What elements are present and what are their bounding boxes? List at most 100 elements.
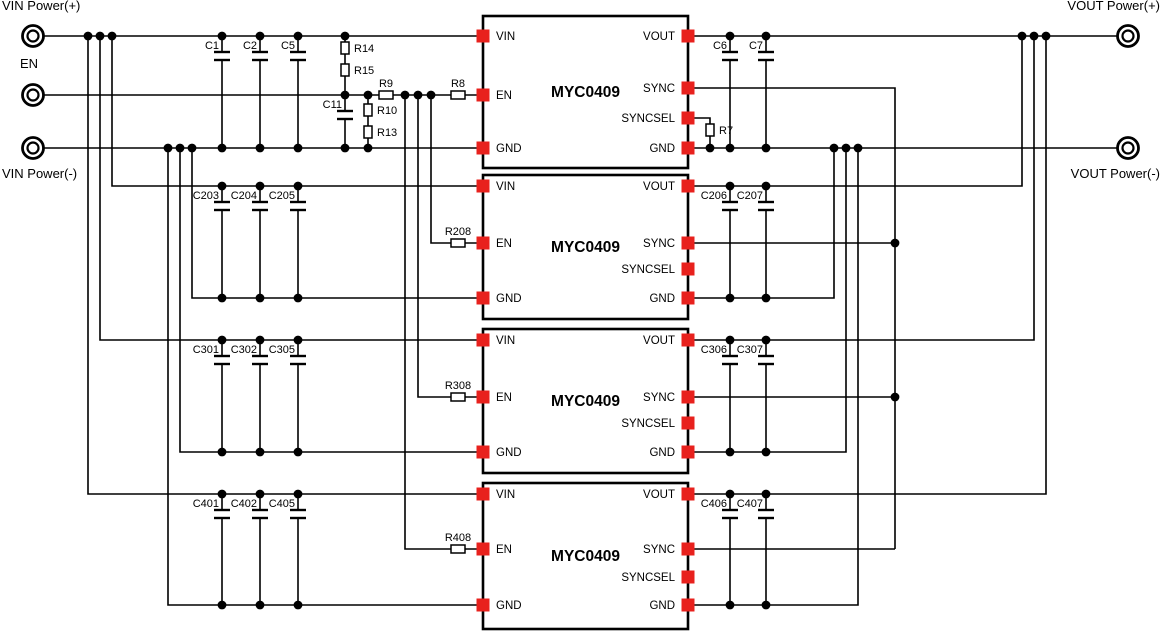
capacitor-label: C206 — [701, 190, 727, 202]
resistor-label: R7 — [719, 125, 733, 137]
pin-syncsel — [681, 416, 695, 430]
pin-label: GND — [496, 600, 522, 612]
junction-dot — [1041, 31, 1051, 41]
capacitor-label: C407 — [737, 498, 763, 510]
resistor-label: R308 — [445, 380, 471, 392]
capacitor-label: C203 — [193, 190, 219, 202]
capacitor-label: C2 — [243, 40, 257, 52]
terminal-label: VOUT Power(+) — [1067, 0, 1160, 13]
capacitor-label: C207 — [737, 190, 763, 202]
pin-label: GND — [649, 293, 675, 305]
pin-vout — [681, 333, 695, 347]
pin-vin — [476, 333, 490, 347]
pin-label: GND — [496, 293, 522, 305]
capacitor-label: C302 — [231, 344, 257, 356]
pin-label: SYNC — [643, 238, 675, 250]
pin-label: GND — [496, 447, 522, 459]
junction-dot — [853, 143, 863, 153]
terminal-ring-inner — [26, 141, 40, 155]
pin-label: VIN — [496, 489, 515, 501]
terminal-ring-outer — [21, 136, 45, 160]
resistor-label: R14 — [354, 43, 374, 55]
pin-gnd — [681, 291, 695, 305]
junction-dot — [890, 238, 900, 248]
pin-label: SYNC — [643, 544, 675, 556]
pin-label: VIN — [496, 31, 515, 43]
wire — [688, 117, 711, 124]
junction-dot — [187, 143, 197, 153]
resistor-label: R10 — [377, 105, 397, 117]
terminal-ring-outer — [21, 83, 45, 107]
resistor-label: R8 — [451, 78, 465, 90]
capacitor-label: C405 — [269, 498, 295, 510]
pin-sync — [681, 390, 695, 404]
module-body — [481, 481, 690, 631]
capacitor-label: C6 — [713, 40, 727, 52]
pin-label: VIN — [496, 335, 515, 347]
capacitor-label: C305 — [269, 344, 295, 356]
wire — [688, 87, 896, 549]
resistor-symbol — [378, 90, 394, 100]
wire — [688, 36, 1047, 495]
pin-label: VIN — [496, 181, 515, 193]
pin-gnd — [476, 141, 490, 155]
resistor-symbol — [450, 238, 466, 248]
junction-dot — [426, 90, 436, 100]
pin-label: SYNCSEL — [621, 264, 675, 276]
wire — [111, 36, 483, 187]
terminal-ring-inner — [26, 88, 40, 102]
junction-dot — [1029, 31, 1039, 41]
pin-en — [476, 542, 490, 556]
pin-label: SYNC — [643, 392, 675, 404]
pin-vout — [681, 29, 695, 43]
module-name: MYC0409 — [551, 393, 620, 410]
wire — [404, 95, 451, 550]
resistor-label: R9 — [379, 78, 393, 90]
pin-label: VOUT — [643, 31, 675, 43]
pin-label: GND — [649, 600, 675, 612]
pin-vout — [681, 487, 695, 501]
pin-en — [476, 236, 490, 250]
wire — [688, 148, 835, 299]
terminal-ring-inner — [1121, 29, 1135, 43]
pin-gnd — [476, 445, 490, 459]
junction-dot — [175, 143, 185, 153]
pin-gnd — [681, 445, 695, 459]
pin-en — [476, 88, 490, 102]
pin-vin — [476, 179, 490, 193]
pin-label: GND — [649, 143, 675, 155]
wire — [99, 36, 483, 341]
pin-label: VOUT — [643, 489, 675, 501]
pin-vin — [476, 487, 490, 501]
wire — [191, 148, 483, 299]
wire — [688, 148, 847, 453]
terminal-label: VIN Power(+) — [2, 0, 80, 13]
pin-label: EN — [496, 238, 512, 250]
junction-dot — [107, 31, 117, 41]
junction-dot — [363, 90, 373, 100]
module-name: MYC0409 — [551, 548, 620, 565]
junction-dot — [163, 143, 173, 153]
terminal-label: VIN Power(-) — [2, 166, 77, 181]
junction-dot — [841, 143, 851, 153]
terminal-ring-outer — [1116, 136, 1140, 160]
pin-syncsel — [681, 111, 695, 125]
capacitor-label: C402 — [231, 498, 257, 510]
junction-dot — [829, 143, 839, 153]
resistor-symbol — [705, 123, 715, 137]
resistor-symbol — [450, 392, 466, 402]
resistor-symbol — [340, 63, 350, 77]
capacitor-label: C5 — [281, 40, 295, 52]
pin-label: EN — [496, 544, 512, 556]
terminal-ring-outer — [21, 24, 45, 48]
capacitor-label: C11 — [323, 99, 342, 111]
junction-dot — [400, 90, 410, 100]
pin-label: VOUT — [643, 181, 675, 193]
pin-syncsel — [681, 570, 695, 584]
capacitor-label: C301 — [193, 344, 219, 356]
pin-label: SYNCSEL — [621, 572, 675, 584]
capacitor-label: C205 — [269, 190, 295, 202]
junction-dot — [413, 90, 423, 100]
pin-label: GND — [649, 447, 675, 459]
